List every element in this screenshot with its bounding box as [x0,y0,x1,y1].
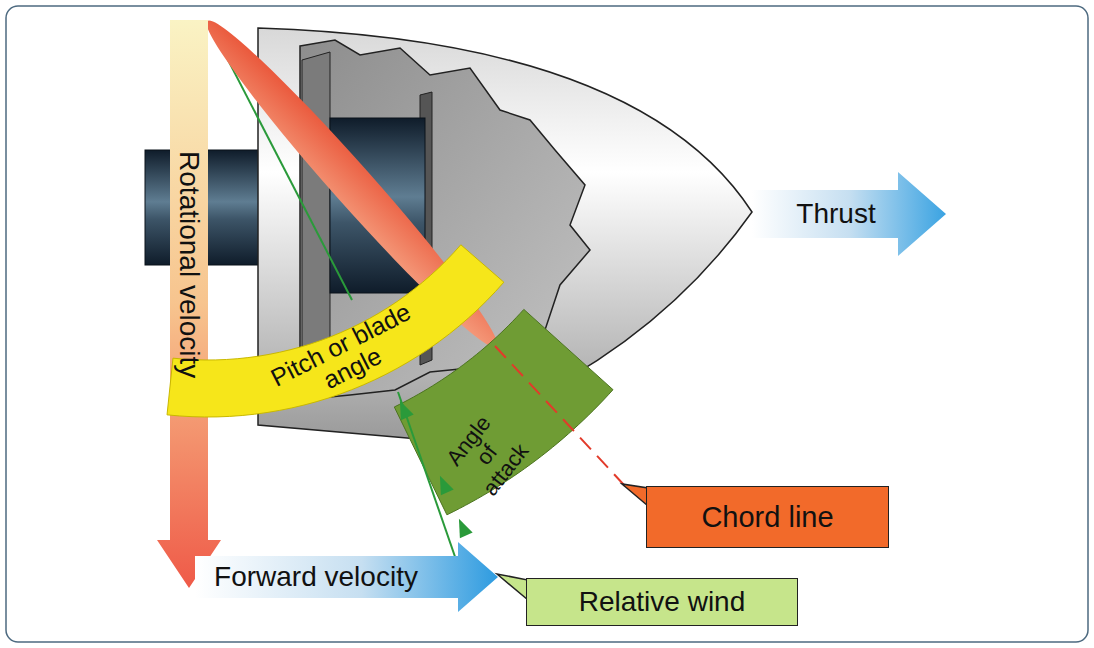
thrust-arrow [752,172,946,256]
rotational-velocity-arrow [157,20,221,588]
label-text: Forward velocity [214,562,418,591]
callout-box: Chord line [646,486,889,548]
label-text: Relative wind [579,587,746,616]
arrowhead [459,519,473,538]
frame [6,6,1088,642]
label-text: Rotational velocity [174,151,203,378]
forward-velocity-arrow [195,542,498,612]
callout-tail [497,574,528,600]
arrow-label: Thrust [776,194,896,234]
arrow-label: Forward velocity [196,557,436,597]
callout-tail [622,484,648,506]
arrowhead [400,401,414,420]
arrow-label: Rotational velocity [169,25,208,505]
arrowhead [440,476,454,495]
label-text: Chord line [701,502,833,532]
label-text: Thrust [796,199,875,228]
callout-box: Relative wind [526,578,798,626]
angle-of-attack-band [394,309,613,514]
